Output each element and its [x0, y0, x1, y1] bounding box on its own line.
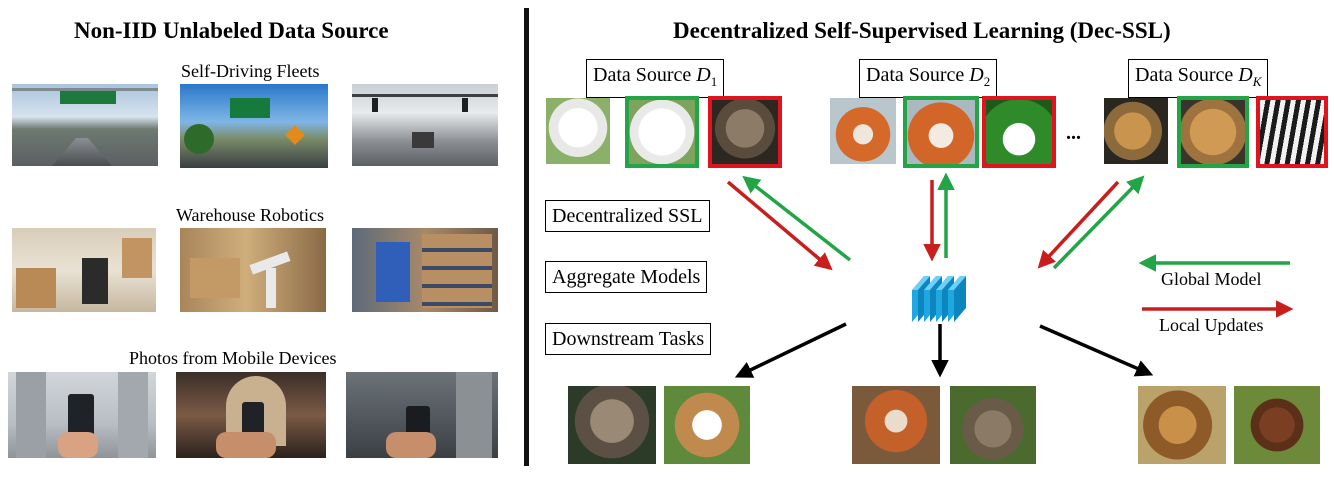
- warehouse-robot-photo-1: [12, 228, 156, 312]
- legend-global-model-label: Global Model: [1161, 269, 1262, 289]
- downstream-cat-photo: [568, 386, 656, 464]
- fox-photo: [830, 98, 896, 164]
- downstream-arrow-right: [1039, 324, 1154, 377]
- mobile-photo-3: [346, 372, 498, 458]
- samoyed-positive-photo: [625, 96, 699, 168]
- fox-positive-photo: [903, 96, 979, 168]
- mobile-photo-2: [176, 372, 326, 458]
- mobile-photo-1: [8, 372, 156, 458]
- tabby-cat-negative-photo: [708, 96, 782, 168]
- step-decentralized-ssl: Decentralized SSL: [545, 200, 710, 232]
- global-model-arrow-1: [742, 175, 852, 262]
- panel-divider: [524, 8, 529, 466]
- step-downstream-tasks: Downstream Tasks: [545, 323, 712, 355]
- group-label-mobile-photos: Photos from Mobile Devices: [129, 348, 337, 368]
- aggregated-model-icon: [912, 276, 966, 322]
- zebra-negative-photo: [1256, 96, 1328, 168]
- legend-local-updates-label: Local Updates: [1159, 315, 1264, 335]
- samoyed-photo: [546, 98, 610, 164]
- data-source-k-label: Data Source DK: [1128, 59, 1269, 98]
- data-source-1-label: Data Source D1: [586, 59, 725, 98]
- downstream-rabbit-photo: [950, 386, 1036, 464]
- local-update-arrow-1: [726, 180, 833, 271]
- rabbit-negative-photo: [982, 96, 1056, 168]
- city-street-photo: [180, 84, 328, 168]
- downstream-lion-photo: [1138, 386, 1226, 464]
- local-update-arrow-k: [1037, 180, 1120, 269]
- group-label-self-driving: Self-Driving Fleets: [181, 61, 320, 81]
- left-panel-title: Non-IID Unlabeled Data Source: [74, 18, 389, 43]
- downstream-horse-photo: [1234, 386, 1320, 464]
- downstream-dog-photo: [664, 386, 750, 464]
- snowy-road-photo: [352, 84, 498, 166]
- group-label-warehouse: Warehouse Robotics: [176, 205, 325, 225]
- more-sources-ellipsis: ...: [1066, 122, 1081, 144]
- highway-photo: [12, 84, 158, 166]
- right-panel-title: Decentralized Self-Supervised Learning (…: [673, 18, 1171, 43]
- step-aggregate-models: Aggregate Models: [545, 261, 708, 293]
- warehouse-robot-photo-3: [352, 228, 498, 312]
- lion-cub-positive-photo: [1177, 96, 1249, 168]
- lion-cub-photo: [1104, 98, 1168, 164]
- warehouse-robot-photo-2: [180, 228, 326, 312]
- downstream-arrow-left: [734, 322, 847, 378]
- global-model-arrow-k: [1052, 175, 1145, 270]
- downstream-fox-photo: [852, 386, 940, 464]
